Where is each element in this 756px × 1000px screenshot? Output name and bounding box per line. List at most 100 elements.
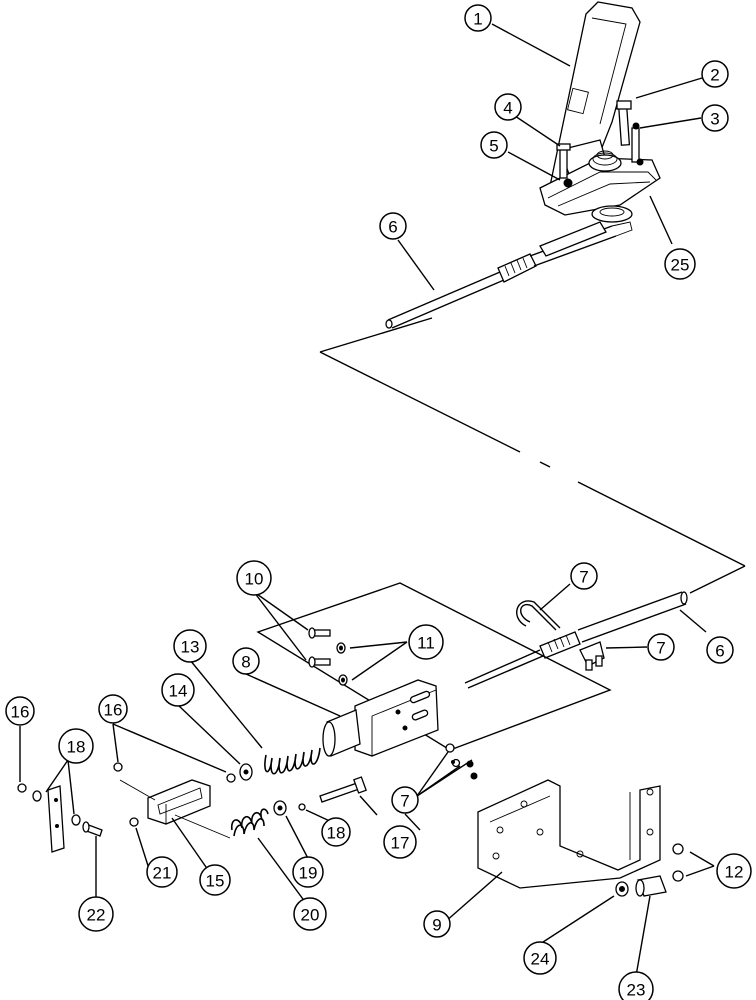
callout-7: 7 bbox=[391, 786, 419, 814]
callout-label: 12 bbox=[725, 863, 744, 882]
callout-11: 11 bbox=[408, 624, 444, 660]
callout-label: 16 bbox=[11, 703, 30, 722]
callout-15: 15 bbox=[199, 864, 231, 896]
callout-label: 6 bbox=[715, 642, 724, 661]
callout-label: 7 bbox=[579, 568, 588, 587]
callout-16: 16 bbox=[98, 694, 128, 724]
spring-13 bbox=[264, 747, 321, 775]
callout-circle bbox=[391, 786, 419, 814]
callout-label: 23 bbox=[627, 981, 646, 1000]
callout-label: 8 bbox=[241, 653, 250, 672]
callout-circle bbox=[480, 131, 508, 159]
callout-label: 11 bbox=[417, 634, 435, 653]
callout-17: 17 bbox=[383, 825, 417, 859]
lower-cable bbox=[464, 591, 688, 689]
callout-label: 10 bbox=[245, 570, 264, 589]
callout-circle bbox=[146, 856, 178, 888]
bolt-17 bbox=[319, 776, 367, 803]
callout-label: 15 bbox=[206, 872, 225, 891]
callout-circle bbox=[232, 647, 260, 675]
callout-circle bbox=[647, 633, 675, 661]
callout-label: 16 bbox=[104, 701, 123, 720]
callout-label: 13 bbox=[181, 638, 200, 657]
callout-16: 16 bbox=[5, 696, 35, 726]
callout-label: 2 bbox=[710, 66, 719, 85]
callout-label: 3 bbox=[710, 110, 719, 129]
callout-23: 23 bbox=[618, 971, 654, 1000]
callout-circle bbox=[173, 629, 207, 663]
slider-15 bbox=[119, 779, 231, 839]
callout-circle bbox=[58, 728, 94, 764]
callout-6: 6 bbox=[379, 212, 407, 240]
callout-circle bbox=[236, 560, 272, 596]
callout-3: 3 bbox=[701, 104, 729, 132]
callout-circle bbox=[161, 673, 195, 707]
callout-circle bbox=[618, 971, 654, 1000]
callout-2: 2 bbox=[701, 60, 729, 88]
callout-circle bbox=[293, 897, 327, 931]
callout-7: 7 bbox=[647, 633, 675, 661]
callout-label: 24 bbox=[531, 950, 550, 969]
callout-14: 14 bbox=[161, 673, 195, 707]
callout-label: 19 bbox=[299, 864, 318, 883]
callout-circle bbox=[664, 248, 696, 280]
callout-circle bbox=[379, 212, 407, 240]
callout-22: 22 bbox=[78, 896, 114, 932]
callout-circle bbox=[199, 864, 231, 896]
callout-circle bbox=[570, 562, 598, 590]
callout-19: 19 bbox=[292, 856, 324, 888]
callout-label: 9 bbox=[432, 916, 441, 935]
cable-bracket bbox=[322, 679, 439, 757]
callout-label: 7 bbox=[656, 639, 665, 658]
callout-label: 18 bbox=[67, 738, 86, 757]
callout-circle bbox=[321, 817, 351, 847]
callout-circle bbox=[716, 853, 752, 889]
callout-25: 25 bbox=[664, 248, 696, 280]
callout-label: 21 bbox=[153, 864, 172, 883]
callout-label: 1 bbox=[473, 10, 482, 29]
callout-12: 12 bbox=[716, 853, 752, 889]
callout-circle bbox=[98, 694, 128, 724]
callout-circle bbox=[701, 104, 729, 132]
callout-7: 7 bbox=[570, 562, 598, 590]
callout-circle bbox=[523, 941, 557, 975]
callout-label: 4 bbox=[503, 99, 512, 118]
callout-circle bbox=[464, 4, 492, 32]
callout-label: 20 bbox=[301, 906, 320, 925]
callout-circle bbox=[494, 93, 522, 121]
callout-13: 13 bbox=[173, 629, 207, 663]
callout-label: 22 bbox=[87, 906, 106, 925]
callout-24: 24 bbox=[523, 941, 557, 975]
callout-label: 25 bbox=[671, 256, 690, 275]
callout-10: 10 bbox=[236, 560, 272, 596]
callout-18: 18 bbox=[58, 728, 94, 764]
callout-4: 4 bbox=[494, 93, 522, 121]
upper-cable bbox=[385, 221, 633, 329]
callout-circle bbox=[408, 624, 444, 660]
callout-label: 17 bbox=[391, 834, 410, 853]
callout-circle bbox=[423, 910, 451, 938]
callout-circle bbox=[292, 856, 324, 888]
callout-circle bbox=[701, 60, 729, 88]
cable-route-line bbox=[319, 317, 433, 353]
callout-circle bbox=[5, 696, 35, 726]
callout-label: 18 bbox=[327, 824, 346, 843]
callout-label: 6 bbox=[388, 218, 397, 237]
callout-6: 6 bbox=[706, 636, 734, 664]
mounting-bracket-9 bbox=[477, 779, 661, 889]
callout-1: 1 bbox=[464, 4, 492, 32]
callout-21: 21 bbox=[146, 856, 178, 888]
spring-20 bbox=[230, 808, 269, 837]
callout-20: 20 bbox=[293, 897, 327, 931]
callout-label: 5 bbox=[489, 137, 498, 156]
callout-9: 9 bbox=[423, 910, 451, 938]
callout-8: 8 bbox=[232, 647, 260, 675]
leader-lines bbox=[19, 23, 715, 977]
pedal-assembly bbox=[539, 1, 661, 223]
callout-label: 14 bbox=[169, 682, 188, 701]
callout-18: 18 bbox=[321, 817, 351, 847]
bolts-10 bbox=[308, 627, 331, 668]
